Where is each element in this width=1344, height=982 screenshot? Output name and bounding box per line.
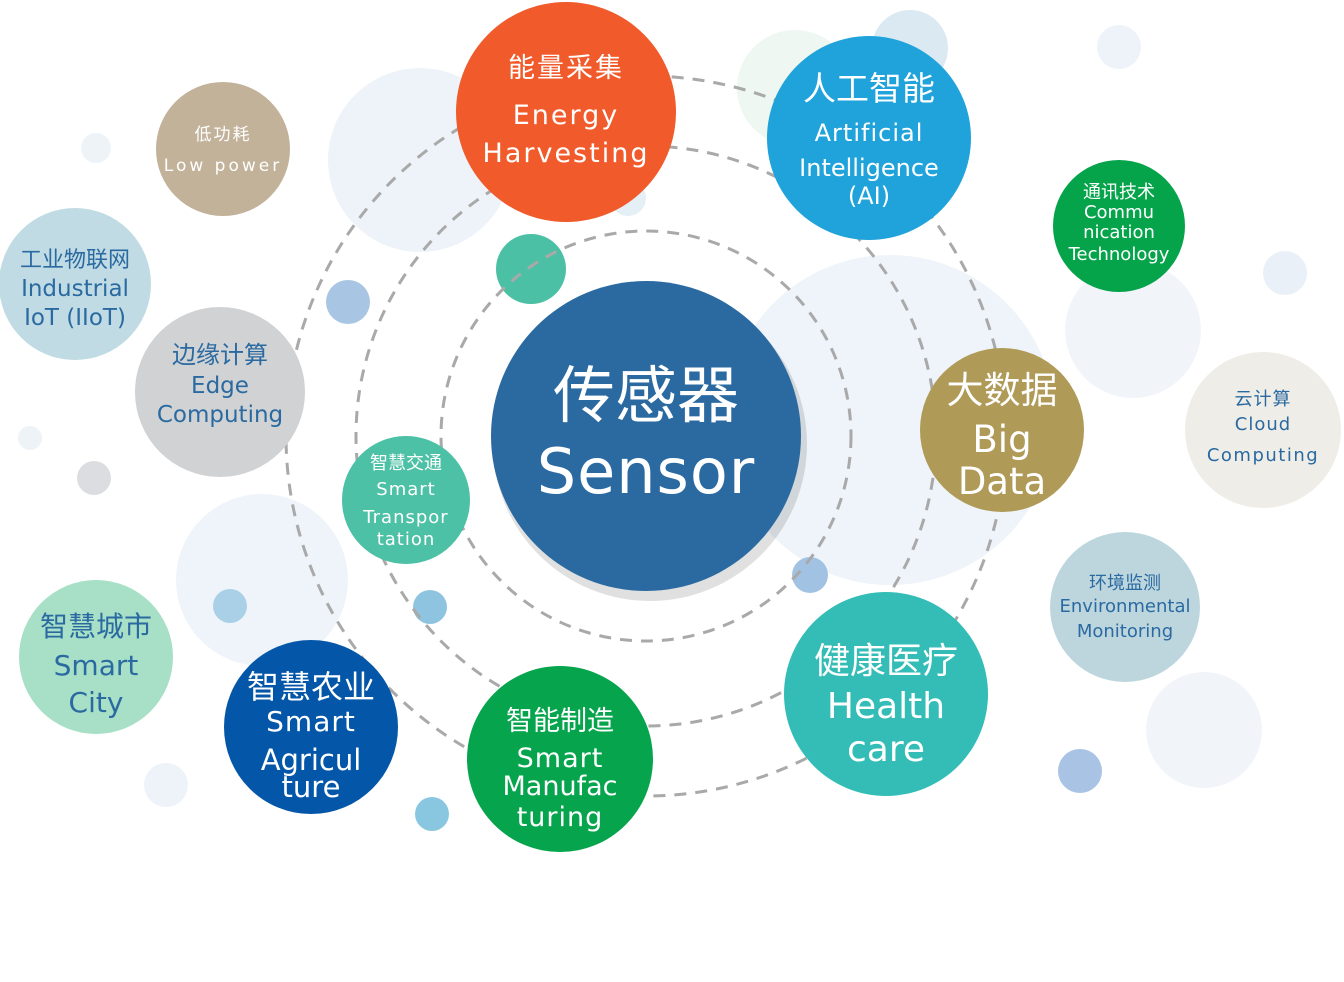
node-label-line: 健康医疗 — [814, 641, 958, 682]
node-label-line: nication — [1083, 222, 1155, 243]
node-label-line: Health — [827, 686, 945, 727]
decorative-bubble — [144, 763, 188, 807]
node-label-line: Manufac — [503, 771, 618, 802]
node-label-line: Computing — [1207, 445, 1319, 466]
decorative-bubbles — [18, 10, 1307, 831]
decorative-bubble — [326, 280, 370, 324]
node-label-line: Monitoring — [1077, 621, 1173, 642]
decorative-bubble — [1058, 749, 1102, 793]
decorative-bubble — [792, 557, 828, 593]
node-label-line: 工业物联网 — [20, 248, 130, 273]
node-label-line: 通讯技术 — [1083, 182, 1155, 203]
node-label-line: Industrial — [21, 276, 129, 302]
node-circle — [456, 2, 676, 222]
node-label-line: 边缘计算 — [172, 341, 268, 369]
node-circle — [135, 307, 305, 477]
node-circle — [1053, 160, 1185, 292]
node-circle — [767, 36, 971, 240]
node-label-line: 传感器 — [553, 359, 739, 432]
decorative-bubble — [176, 494, 348, 666]
node-label-line: Cloud — [1235, 414, 1291, 435]
node-label-line: tation — [377, 529, 436, 550]
node-label-line: Harvesting — [483, 138, 650, 169]
node-label-line: Smart — [517, 743, 604, 774]
node-circle — [467, 666, 653, 852]
node-label-line: Transpor — [362, 507, 448, 528]
node-label-line: 环境监测 — [1089, 573, 1161, 594]
node-label-line: Edge — [191, 373, 249, 399]
node-label-line: Intelligence — [799, 154, 939, 182]
decorative-bubble — [1097, 25, 1141, 69]
decorative-bubble — [1065, 262, 1201, 398]
node-circle — [224, 640, 398, 814]
node-label-line: Smart — [376, 479, 435, 500]
node-label-line: 大数据 — [947, 369, 1058, 412]
node-label-line: ture — [282, 770, 341, 804]
node-label-line: Smart — [54, 649, 139, 682]
node-label-line: Data — [958, 460, 1046, 503]
node-label-line: Smart — [266, 705, 356, 738]
node-label-line: Energy — [513, 100, 620, 131]
node-circle — [0, 208, 151, 360]
node-label-line: 智慧农业 — [247, 668, 375, 706]
node-label-line: 云计算 — [1235, 389, 1292, 410]
decorative-bubble — [1263, 251, 1307, 295]
node-label-line: Computing — [157, 402, 283, 428]
node-label-line: IoT (IIoT) — [24, 305, 126, 331]
node-label-line: Artificial — [815, 119, 924, 147]
node-label-line: Agricul — [261, 743, 362, 777]
decorative-bubble — [81, 133, 111, 163]
node-circle — [1185, 352, 1341, 508]
decorative-bubble — [1146, 672, 1262, 788]
node-lowpower: 低功耗 Low power — [156, 82, 290, 216]
node-label-line: 低功耗 — [195, 125, 252, 145]
node-label-line: Big — [972, 418, 1031, 461]
node-label-line: Technology — [1068, 244, 1170, 265]
node-label-line: care — [847, 729, 925, 770]
node-label-line: 智能制造 — [506, 706, 614, 737]
node-label-line: 人工智能 — [803, 69, 935, 108]
node-label-line: (AI) — [848, 182, 890, 210]
node-label-line: Commu — [1084, 202, 1154, 223]
node-circle — [920, 348, 1084, 512]
decorative-bubble — [213, 589, 247, 623]
node-label-line: 能量采集 — [508, 53, 624, 84]
node-label-line: City — [69, 686, 124, 719]
decorative-bubble — [18, 426, 42, 450]
node-label-line: 智慧交通 — [370, 453, 442, 474]
node-label-line: 智慧城市 — [40, 610, 152, 643]
node-circle — [156, 82, 290, 216]
orbit-ring — [439, 229, 853, 643]
decorative-bubble — [496, 234, 566, 304]
node-circle — [19, 580, 173, 734]
node-label-line: Environmental — [1060, 596, 1191, 617]
decorative-bubble — [413, 590, 447, 624]
decorative-bubble — [77, 461, 111, 495]
node-circle — [1050, 532, 1200, 682]
node-label-line: Sensor — [537, 435, 756, 508]
node-label-line: turing — [517, 802, 604, 833]
node-circle — [342, 436, 470, 564]
node-label-line: Low power — [164, 156, 282, 176]
decorative-bubble — [415, 797, 449, 831]
node-circle — [784, 592, 988, 796]
node-circle — [491, 281, 801, 591]
